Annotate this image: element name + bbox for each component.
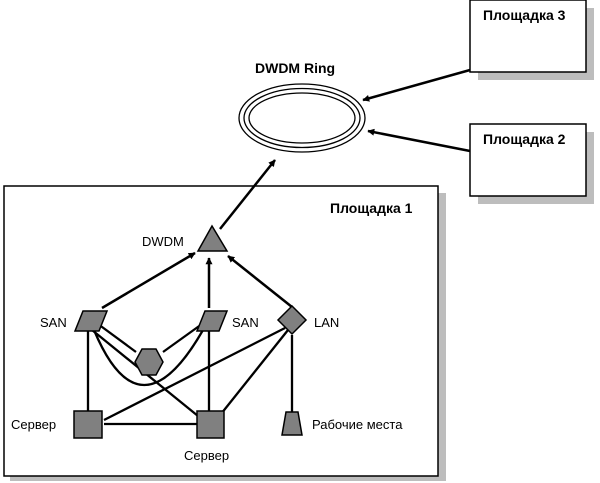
san-left-label: SAN [40,315,67,330]
site-2-title: Площадка 2 [483,131,566,147]
site-3-title: Площадка 3 [483,7,566,23]
site-1-title: Площадка 1 [330,200,413,216]
site-2-box: Площадка 2 [469,123,594,204]
server-left-square-icon [73,410,103,439]
server-left-label: Сервер [11,417,56,432]
link-san-left-curve-san-right [92,329,204,386]
lan-label: LAN [314,315,339,330]
arrow-site3-to-ring [362,68,471,102]
arrow-lan-to-dwdm [227,255,293,308]
arrow-site2-to-ring [367,128,471,153]
san-right-label: SAN [232,315,259,330]
lan-diamond-icon [276,304,308,336]
hub-hexagon-icon [134,348,164,376]
link-lan-server-left [103,326,286,422]
server-right-square-icon [196,410,225,439]
link-lan-server-right [220,329,289,415]
connections [86,323,294,426]
link-san-left-hub [97,323,137,353]
dwdm-label: DWDM [142,234,184,249]
san-left-parallelogram-icon [73,310,109,332]
arrow-san-left-to-dwdm [101,251,196,310]
ring-label: DWDM Ring [255,60,335,76]
workstations-label: Рабочие места [312,417,403,432]
site-3-box: Площадка 3 [469,0,594,80]
server-right-label: Сервер [184,448,229,463]
site-1-box: Площадка 1 [3,185,446,481]
link-hub-san-right [162,323,203,353]
workstations-trapezoid-icon [281,411,303,436]
dwdm-triangle-icon [196,224,229,252]
arrow-dwdm-to-ring [219,159,276,230]
san-right-parallelogram-icon [195,310,229,332]
dwdm-ring: DWDM Ring [238,60,366,153]
